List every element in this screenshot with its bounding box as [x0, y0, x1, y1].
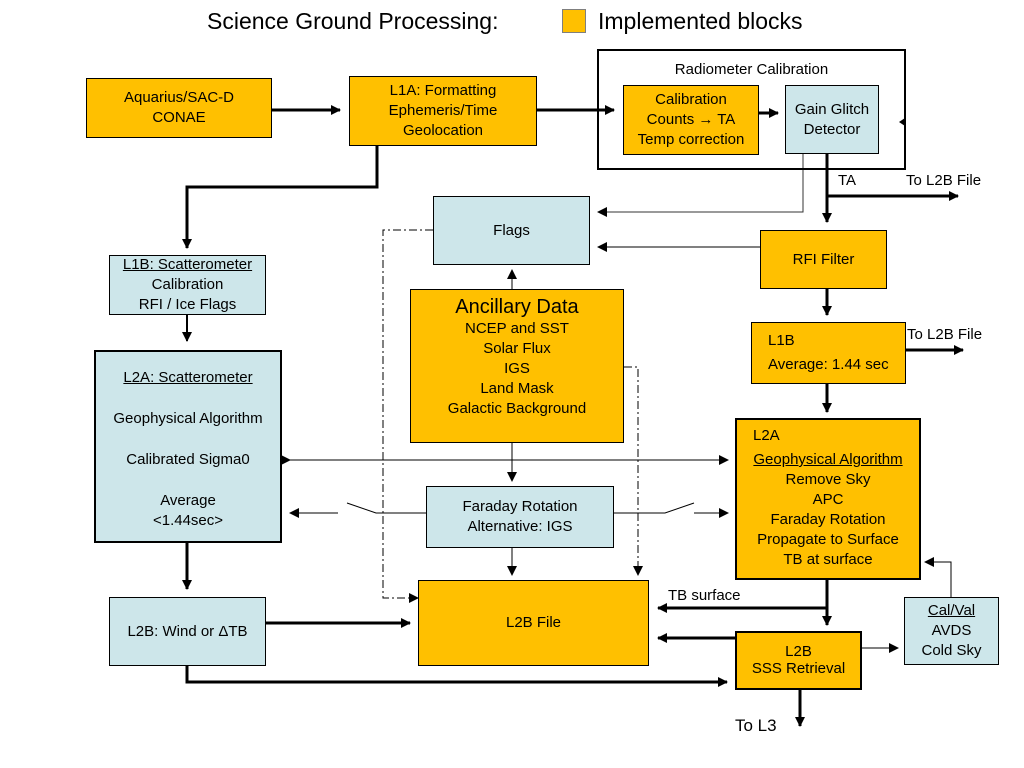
- legend-swatch: [562, 9, 586, 33]
- arrow-glitch-to-flags: [597, 154, 804, 217]
- l2a-block: L2A Geophysical Algorithm Remove Sky APC…: [735, 418, 921, 580]
- radcal-side-tick: [899, 118, 905, 126]
- calibration-block: Calibration Counts → TA Temp correction: [623, 85, 759, 155]
- faraday-rotation-block: Faraday Rotation Alternative: IGS: [426, 486, 614, 548]
- arrow-l2b-wind-to-l2b: [185, 666, 728, 687]
- tb-surface-label: TB surface: [668, 587, 741, 604]
- l1b-block: L1B Average: 1.44 sec: [751, 322, 906, 384]
- to-l2b-file-label-1: To L2B File: [906, 172, 982, 189]
- legend-label: Implemented blocks: [598, 8, 803, 34]
- arrow-l1a-to-l1b-scat: [182, 146, 379, 249]
- l2b-wind-block: L2B: Wind or ΔTB: [109, 597, 266, 666]
- to-l3-label: To L3: [735, 716, 777, 735]
- l1a-block: L1A: Formatting Ephemeris/Time Geolocati…: [349, 76, 537, 146]
- radiometer-calibration-label: Radiometer Calibration: [674, 61, 829, 78]
- page-title: Science Ground Processing:: [207, 8, 499, 34]
- rfi-filter-block: RFI Filter: [760, 230, 887, 289]
- dashed-ancillary-to-l2bfile: [624, 366, 643, 576]
- switch-right: [614, 502, 695, 514]
- radiometer-calibration-group: Radiometer Calibration: [597, 49, 906, 170]
- l2a-scatterometer-block: L2A: Scatterometer Geophysical Algorithm…: [94, 350, 282, 543]
- flags-block: Flags: [433, 196, 590, 265]
- ta-label: TA: [838, 172, 857, 189]
- l1b-scatterometer-block: L1B: Scatterometer Calibration RFI / Ice…: [109, 255, 266, 315]
- cal-val-block: Cal/Val AVDS Cold Sky: [904, 597, 999, 665]
- arrow-calval-to-l2a: [924, 557, 952, 597]
- switch-left: [346, 502, 426, 514]
- gain-glitch-detector-block: Gain Glitch Detector: [785, 85, 879, 154]
- to-l2b-file-label-2: To L2B File: [907, 326, 983, 343]
- ancillary-data-title: Ancillary Data: [455, 296, 579, 318]
- dashed-flags-to-l2bfile: [382, 229, 433, 603]
- ancillary-data-block: Ancillary Data NCEP and SST Solar Flux I…: [410, 289, 624, 443]
- l2b-sss-retrieval-block: L2B SSS Retrieval: [735, 631, 862, 690]
- aquarius-sacd-block: Aquarius/SAC-D CONAE: [86, 78, 272, 138]
- l2b-file-block: L2B File: [418, 580, 649, 666]
